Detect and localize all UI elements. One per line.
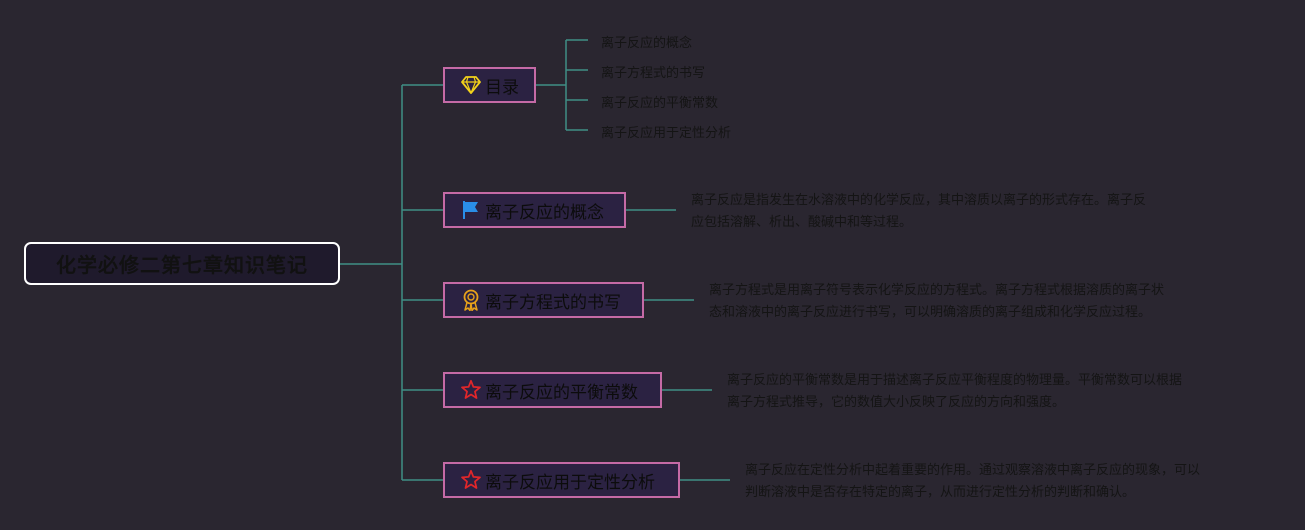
award-ribbon-icon	[460, 289, 482, 311]
star-icon	[460, 379, 482, 401]
branch-ionic-reaction-concept[interactable]: 离子反应的概念	[443, 192, 626, 228]
branch-label: 离子方程式的书写	[485, 292, 621, 313]
description-line: 判断溶液中是否存在特定的离子，从而进行定性分析的判断和确认。	[745, 485, 1136, 500]
branch-label: 目录	[485, 77, 519, 98]
toc-item-equilibrium-constant[interactable]: 离子反应的平衡常数	[601, 96, 719, 111]
description-line: 离子方程式推导，它的数值大小反映了反应的方向和强度。	[727, 395, 1066, 410]
flag-icon	[460, 199, 482, 221]
description-line: 离子反应是指发生在水溶液中的化学反应，其中溶质以离子的形式存在。离子反	[691, 193, 1147, 208]
description-line: 离子反应的平衡常数是用于描述离子反应平衡程度的物理量。平衡常数可以根据	[727, 373, 1183, 388]
branch-label: 离子反应的平衡常数	[485, 382, 638, 403]
branch-label: 离子反应的概念	[485, 202, 604, 223]
branch-equilibrium-constant[interactable]: 离子反应的平衡常数	[443, 372, 662, 408]
toc-item-ionic-equation-writing[interactable]: 离子方程式的书写	[601, 66, 706, 81]
description-equilibrium-constant: 离子反应的平衡常数是用于描述离子反应平衡程度的物理量。平衡常数可以根据 离子方程…	[727, 370, 1182, 414]
description-line: 离子方程式是用离子符号表示化学反应的方程式。离子方程式根据溶质的离子状	[709, 283, 1165, 298]
toc-item-ionic-reaction-concept[interactable]: 离子反应的概念	[601, 36, 693, 51]
branch-ionic-equation-writing[interactable]: 离子方程式的书写	[443, 282, 644, 318]
toc-item-qualitative-analysis[interactable]: 离子反应用于定性分析	[601, 126, 732, 141]
diamond-icon	[460, 74, 482, 96]
description-line: 态和溶液中的离子反应进行书写，可以明确溶质的离子组成和化学反应过程。	[709, 305, 1152, 320]
star-icon	[460, 469, 482, 491]
description-ionic-reaction-concept: 离子反应是指发生在水溶液中的化学反应，其中溶质以离子的形式存在。离子反 应包括溶…	[691, 190, 1146, 234]
description-line: 应包括溶解、析出、酸碱中和等过程。	[691, 215, 913, 230]
description-qualitative-analysis: 离子反应在定性分析中起着重要的作用。通过观察溶液中离子反应的现象，可以 判断溶液…	[745, 460, 1200, 504]
root-topic-label: 化学必修二第七章知识笔记	[56, 253, 308, 277]
branch-qualitative-analysis[interactable]: 离子反应用于定性分析	[443, 462, 680, 498]
description-ionic-equation-writing: 离子方程式是用离子符号表示化学反应的方程式。离子方程式根据溶质的离子状 态和溶液…	[709, 280, 1164, 324]
description-line: 离子反应在定性分析中起着重要的作用。通过观察溶液中离子反应的现象，可以	[745, 463, 1201, 478]
branch-label: 离子反应用于定性分析	[485, 472, 655, 493]
root-topic[interactable]: 化学必修二第七章知识笔记	[24, 242, 340, 285]
branch-table-of-contents[interactable]: 目录	[443, 67, 536, 103]
